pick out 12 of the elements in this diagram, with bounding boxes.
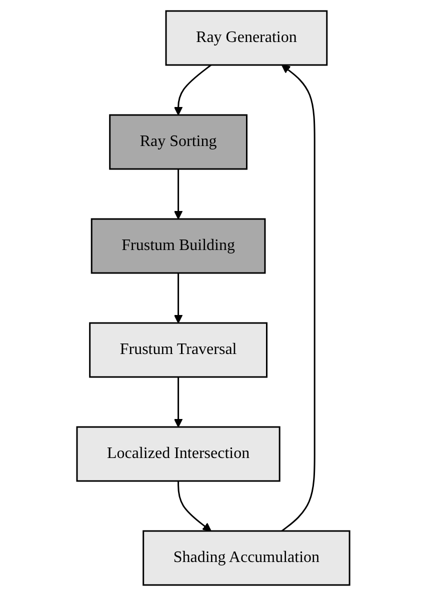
arrow (174, 64, 212, 115)
node-box: Shading Accumulation (142, 530, 351, 586)
node-box: Ray Generation (165, 10, 328, 66)
node-box: Ray Sorting (109, 114, 248, 170)
arrow (282, 64, 316, 532)
arrow (174, 168, 183, 219)
arrow (174, 272, 183, 323)
node-box: Frustum Traversal (89, 322, 268, 378)
node-box: Localized Intersection (76, 426, 281, 482)
arrow (178, 480, 212, 531)
node-box: Frustum Building (91, 218, 266, 274)
arrow (174, 376, 183, 427)
